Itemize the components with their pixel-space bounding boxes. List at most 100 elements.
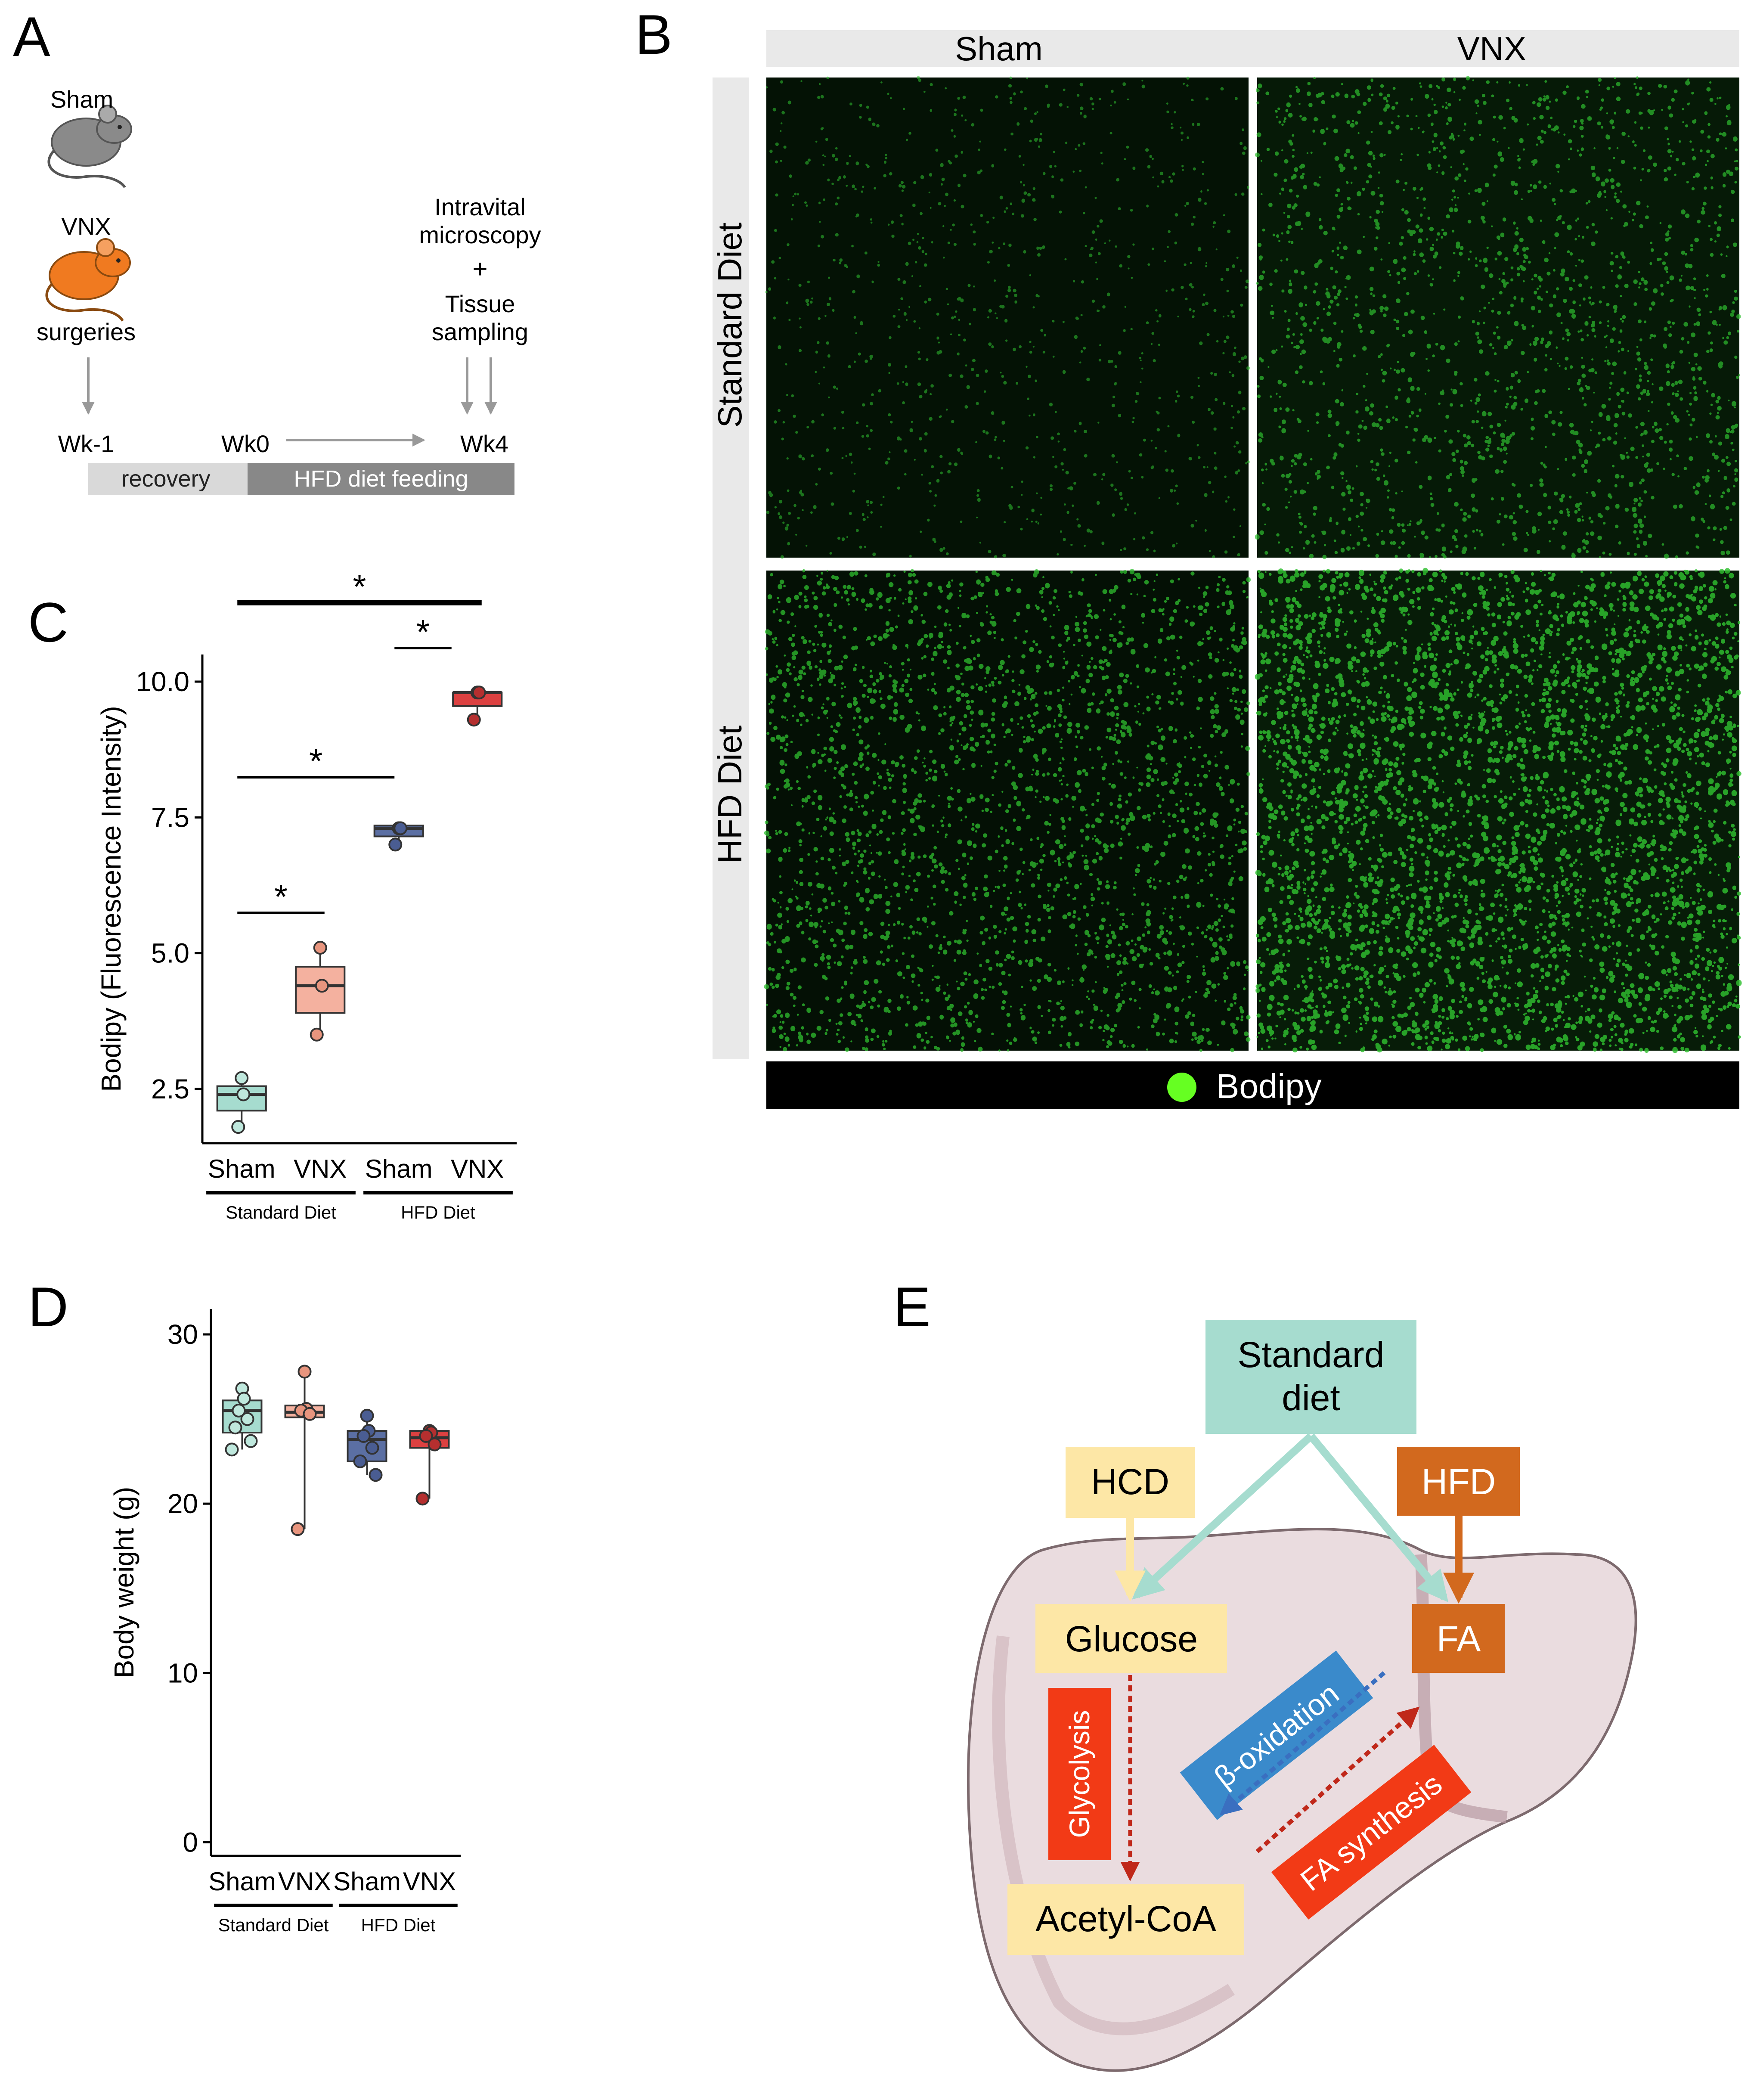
y-tick-label: 2.5: [151, 1073, 189, 1104]
data-point: [232, 1403, 246, 1418]
group-label: HFD Diet: [361, 1915, 436, 1935]
acetyl-coa-label: Acetyl-CoA: [1035, 1898, 1216, 1939]
x-tick-label: VNX: [451, 1154, 504, 1183]
y-axis-label: Bodipy (Fluorescence Intensity): [96, 706, 127, 1092]
data-point: [356, 1429, 371, 1443]
data-point: [228, 1421, 242, 1435]
micrograph-sham-hfd: [764, 569, 1251, 1052]
recovery-label: recovery: [121, 466, 210, 492]
data-point: [291, 1522, 305, 1536]
panel-a-letter: A: [13, 5, 50, 68]
panel-e-letter: E: [893, 1275, 931, 1338]
fa-box: [1412, 1604, 1505, 1673]
intravital-label: Intravital: [434, 193, 526, 220]
orange-mouse-icon: [45, 238, 131, 322]
panel-d-letter: D: [28, 1275, 68, 1338]
legend-bar: [766, 1061, 1739, 1109]
tissue-label: Tissue: [445, 290, 515, 317]
data-point: [237, 1392, 251, 1406]
liver-inner-shade: [992, 1635, 1235, 2035]
standard-diet-label-2: diet: [1282, 1377, 1340, 1418]
y-tick-label: 5.0: [151, 938, 189, 969]
data-point: [303, 1407, 317, 1421]
column-header-sham: Sham: [955, 30, 1043, 68]
data-point: [240, 1412, 254, 1426]
plus-label: +: [472, 254, 487, 283]
hcd-box: [1066, 1447, 1195, 1518]
micrograph-sham-standard: [765, 76, 1250, 559]
data-point: [369, 1468, 383, 1482]
panel-c-letter: C: [28, 591, 68, 654]
x-tick-label: Sham: [365, 1154, 433, 1183]
y-tick-label: 7.5: [151, 802, 189, 833]
group-label: Standard Diet: [218, 1915, 329, 1935]
vnx-label: VNX: [61, 213, 111, 240]
y-tick-label: 30: [167, 1319, 198, 1350]
group-label: HFD Diet: [401, 1202, 475, 1222]
data-point: [428, 1437, 442, 1452]
panel-b-letter: B: [635, 3, 672, 66]
y-axis-label: Body weight (g): [108, 1487, 139, 1678]
data-point: [313, 941, 327, 955]
gray-mouse-icon: [47, 105, 132, 188]
glycolysis-label: Glycolysis: [1063, 1710, 1095, 1838]
sampling-label: sampling: [432, 318, 528, 345]
glucose-box: [1035, 1604, 1227, 1673]
glucose-label: Glucose: [1065, 1619, 1198, 1659]
y-tick-label: 0: [183, 1827, 198, 1858]
data-point: [419, 1429, 433, 1443]
data-point: [472, 686, 486, 700]
significance-star: *: [274, 878, 288, 916]
data-point: [360, 1408, 374, 1423]
hcd-label: HCD: [1091, 1461, 1169, 1502]
row-header-hfd: HFD Diet: [711, 725, 749, 863]
data-point: [415, 1492, 430, 1506]
y-tick-label: 20: [167, 1488, 198, 1519]
acetyl-coa-box: [1007, 1884, 1244, 1955]
standard-diet-label-1: Standard: [1238, 1334, 1385, 1375]
fluorescence-speckle: [764, 569, 1251, 1052]
data-point: [225, 1442, 239, 1457]
data-point: [310, 1027, 324, 1042]
microscopy-label: microscopy: [419, 221, 541, 248]
y-tick-label: 10.0: [136, 666, 189, 697]
data-point: [315, 979, 329, 993]
wk-minus1-label: Wk-1: [58, 430, 115, 457]
hfd-box: [1397, 1447, 1520, 1516]
data-point: [467, 713, 481, 727]
fluorescence-speckle: [1255, 568, 1742, 1053]
data-point: [394, 821, 408, 835]
data-point: [244, 1434, 258, 1448]
row-header-bar: [713, 78, 749, 1059]
glycolysis-box: [1048, 1688, 1111, 1860]
fa-synthesis-arrow: [1255, 1706, 1420, 1853]
x-tick-label: VNX: [294, 1154, 347, 1183]
column-header-bar: [766, 30, 1739, 67]
surgeries-label: surgeries: [37, 318, 136, 345]
wk4-label: Wk4: [460, 430, 508, 457]
column-header-vnx: VNX: [1457, 30, 1526, 68]
hfd-feeding-bar: [248, 463, 514, 495]
significance-star: *: [416, 613, 430, 651]
row-header-standard: Standard Diet: [711, 222, 749, 428]
hfd-feeding-label: HFD diet feeding: [294, 466, 468, 492]
micrograph-vnx-standard: [1255, 76, 1741, 559]
bodipy-legend-label: Bodipy: [1216, 1067, 1322, 1105]
standard-diet-box: [1205, 1320, 1416, 1434]
data-point: [365, 1441, 379, 1455]
recovery-bar: [88, 463, 248, 495]
hfd-label: HFD: [1422, 1461, 1496, 1502]
x-tick-label: Sham: [208, 1154, 276, 1183]
beta-oxidation-arrow: [1219, 1671, 1386, 1816]
significance-star: *: [353, 568, 366, 606]
fa-label: FA: [1437, 1619, 1481, 1659]
group-label: Standard Diet: [226, 1202, 336, 1222]
x-tick-label: VNX: [403, 1867, 456, 1896]
data-point: [388, 838, 403, 852]
panel-e: E Standard diet HCD HFD Glucose FA Glyco…: [893, 1275, 1637, 2072]
